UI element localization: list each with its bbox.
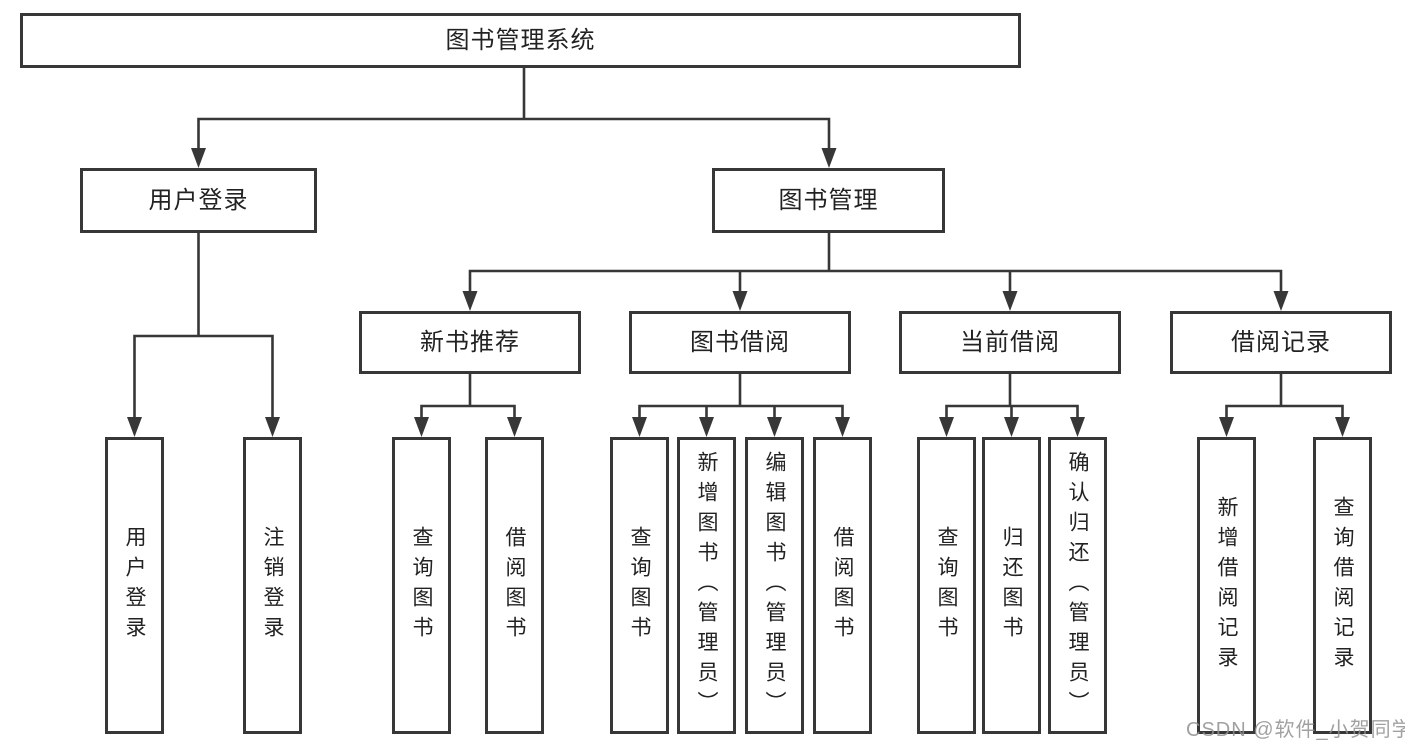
leaf-logout-label: 注销登录 <box>261 525 284 646</box>
leaf-borrow-query-books: 查询图书 <box>610 437 669 734</box>
arrowheads-mgmt <box>462 291 1289 311</box>
node-new-book-recommend: 新书推荐 <box>359 311 581 374</box>
leaf-return-books: 归还图书 <box>982 437 1041 734</box>
arrowheads-login <box>127 417 280 437</box>
node-borrow-records-label: 借阅记录 <box>1231 328 1331 356</box>
connector-login <box>133 232 274 420</box>
leaf-recommend-borrow-books-label: 借阅图书 <box>503 525 526 646</box>
leaf-add-borrow-record: 新增借阅记录 <box>1197 437 1256 734</box>
connector-mgmt <box>468 232 1283 294</box>
node-book-borrow: 图书借阅 <box>629 311 851 374</box>
node-login-branch: 用户登录 <box>80 168 317 233</box>
connector-root <box>197 66 831 150</box>
leaf-current-query-books-label: 查询图书 <box>935 525 958 646</box>
arrowheads-recommend <box>414 417 522 437</box>
leaf-recommend-query-books: 查询图书 <box>392 437 451 734</box>
leaf-query-borrow-record: 查询借阅记录 <box>1313 437 1372 734</box>
leaf-current-query-books: 查询图书 <box>917 437 976 734</box>
connector-borrow <box>638 373 844 420</box>
arrowheads-current <box>939 417 1085 437</box>
node-root-label: 图书管理系统 <box>445 26 596 54</box>
connector-current <box>945 373 1079 420</box>
leaf-confirm-return-admin-label: 确认归还（管理员） <box>1066 450 1089 721</box>
connector-recommend <box>420 373 516 420</box>
leaf-add-books-admin-label: 新增图书（管理员） <box>695 450 718 721</box>
arrowheads-records <box>1219 417 1350 437</box>
leaf-borrow-books-label: 借阅图书 <box>831 525 854 646</box>
node-mgmt-branch: 图书管理 <box>712 168 945 233</box>
arrowheads-root <box>191 148 837 168</box>
leaf-edit-books-admin-label: 编辑图书（管理员） <box>763 450 786 721</box>
node-current-borrow-label: 当前借阅 <box>960 328 1060 356</box>
leaf-query-borrow-record-label: 查询借阅记录 <box>1331 495 1354 676</box>
node-new-book-recommend-label: 新书推荐 <box>420 328 520 356</box>
leaf-add-books-admin: 新增图书（管理员） <box>677 437 736 734</box>
node-borrow-records: 借阅记录 <box>1170 311 1392 374</box>
leaf-logout: 注销登录 <box>243 437 302 734</box>
leaf-user-login-label: 用户登录 <box>123 525 146 646</box>
node-login-branch-label: 用户登录 <box>148 186 249 214</box>
node-book-borrow-label: 图书借阅 <box>690 328 790 356</box>
arrowheads-borrow <box>632 417 850 437</box>
leaf-borrow-books: 借阅图书 <box>813 437 872 734</box>
leaf-recommend-borrow-books: 借阅图书 <box>485 437 544 734</box>
leaf-recommend-query-books-label: 查询图书 <box>410 525 433 646</box>
connector-records <box>1225 373 1344 420</box>
node-current-borrow: 当前借阅 <box>899 311 1121 374</box>
leaf-return-books-label: 归还图书 <box>1000 525 1023 646</box>
leaf-user-login: 用户登录 <box>105 437 164 734</box>
leaf-add-borrow-record-label: 新增借阅记录 <box>1215 495 1238 676</box>
leaf-confirm-return-admin: 确认归还（管理员） <box>1048 437 1107 734</box>
leaf-edit-books-admin: 编辑图书（管理员） <box>745 437 804 734</box>
csdn-watermark: CSDN @软件_小贺同学 <box>1186 719 1405 741</box>
node-root: 图书管理系统 <box>20 13 1021 68</box>
leaf-borrow-query-books-label: 查询图书 <box>628 525 651 646</box>
node-mgmt-branch-label: 图书管理 <box>778 186 879 214</box>
